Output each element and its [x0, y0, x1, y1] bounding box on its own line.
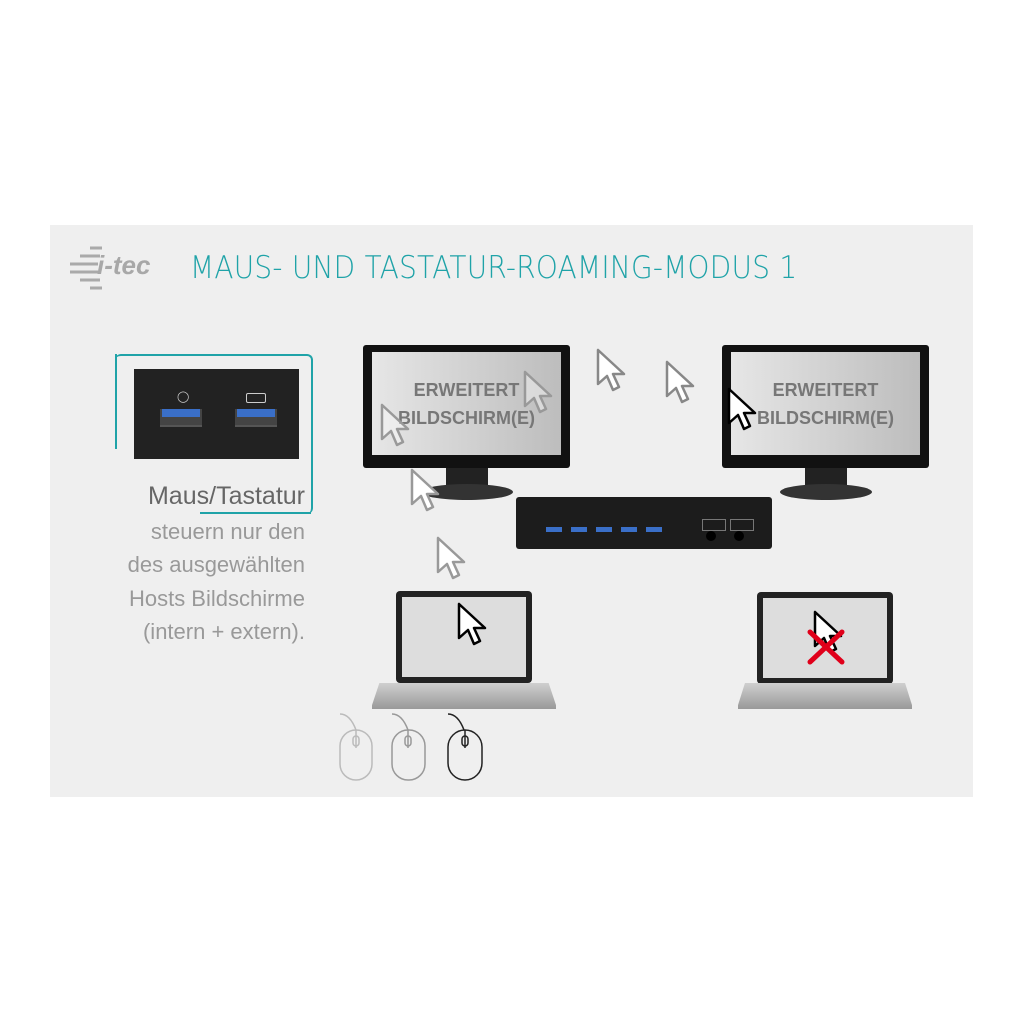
cursor-icon — [727, 387, 757, 431]
usb-port-mouse — [160, 409, 202, 427]
highlight-frame — [115, 354, 313, 514]
description-line: steuern nur den — [150, 519, 305, 544]
laptop-left — [396, 591, 532, 683]
monitor-text: ERWEITERT — [413, 380, 520, 400]
mouse-icon — [339, 713, 373, 781]
logo-text: i-tec — [97, 250, 151, 280]
page-title: MAUS- UND TASTATUR-ROAMING-MODUS 1 — [190, 250, 798, 286]
monitor-text: BILDSCHIRM(E) — [757, 408, 894, 428]
cursor-icon — [380, 403, 410, 447]
red-x-icon — [807, 629, 845, 665]
kvm-docking-station — [516, 497, 772, 549]
usb-port-keyboard — [235, 409, 277, 427]
cursor-icon — [457, 602, 487, 646]
cursor-icon — [410, 468, 440, 512]
laptop-left-keyboard — [372, 683, 556, 709]
mouse-icon — [447, 713, 483, 781]
cursor-icon — [665, 360, 695, 404]
keyboard-icon — [246, 393, 266, 403]
monitor-base — [780, 484, 872, 500]
monitor-right: ERWEITERT BILDSCHIRM(E) — [722, 345, 929, 468]
description-line: (intern + extern). — [142, 619, 305, 644]
highlight-frame-bottom — [200, 512, 311, 514]
cursor-icon — [523, 370, 553, 414]
i-tec-logo — [70, 246, 102, 290]
monitor-text: BILDSCHIRM(E) — [398, 408, 535, 428]
monitor-text: ERWEITERT — [772, 380, 879, 400]
mice-icons — [339, 713, 483, 781]
mouse-icon: ◯ — [177, 391, 190, 403]
cursor-icon — [436, 536, 466, 580]
cursor-icon — [596, 348, 626, 392]
description-line: Hosts Bildschirme — [128, 586, 305, 611]
mouse-keyboard-label: Maus/Tastatur — [147, 482, 305, 510]
highlight-frame-left — [115, 354, 117, 449]
laptop-right-keyboard — [738, 683, 912, 709]
usb-ports-closeup: ◯ — [134, 369, 299, 459]
description-line: des ausgewählten — [127, 552, 305, 577]
monitor-base — [421, 484, 513, 500]
mouse-icon — [391, 713, 426, 781]
